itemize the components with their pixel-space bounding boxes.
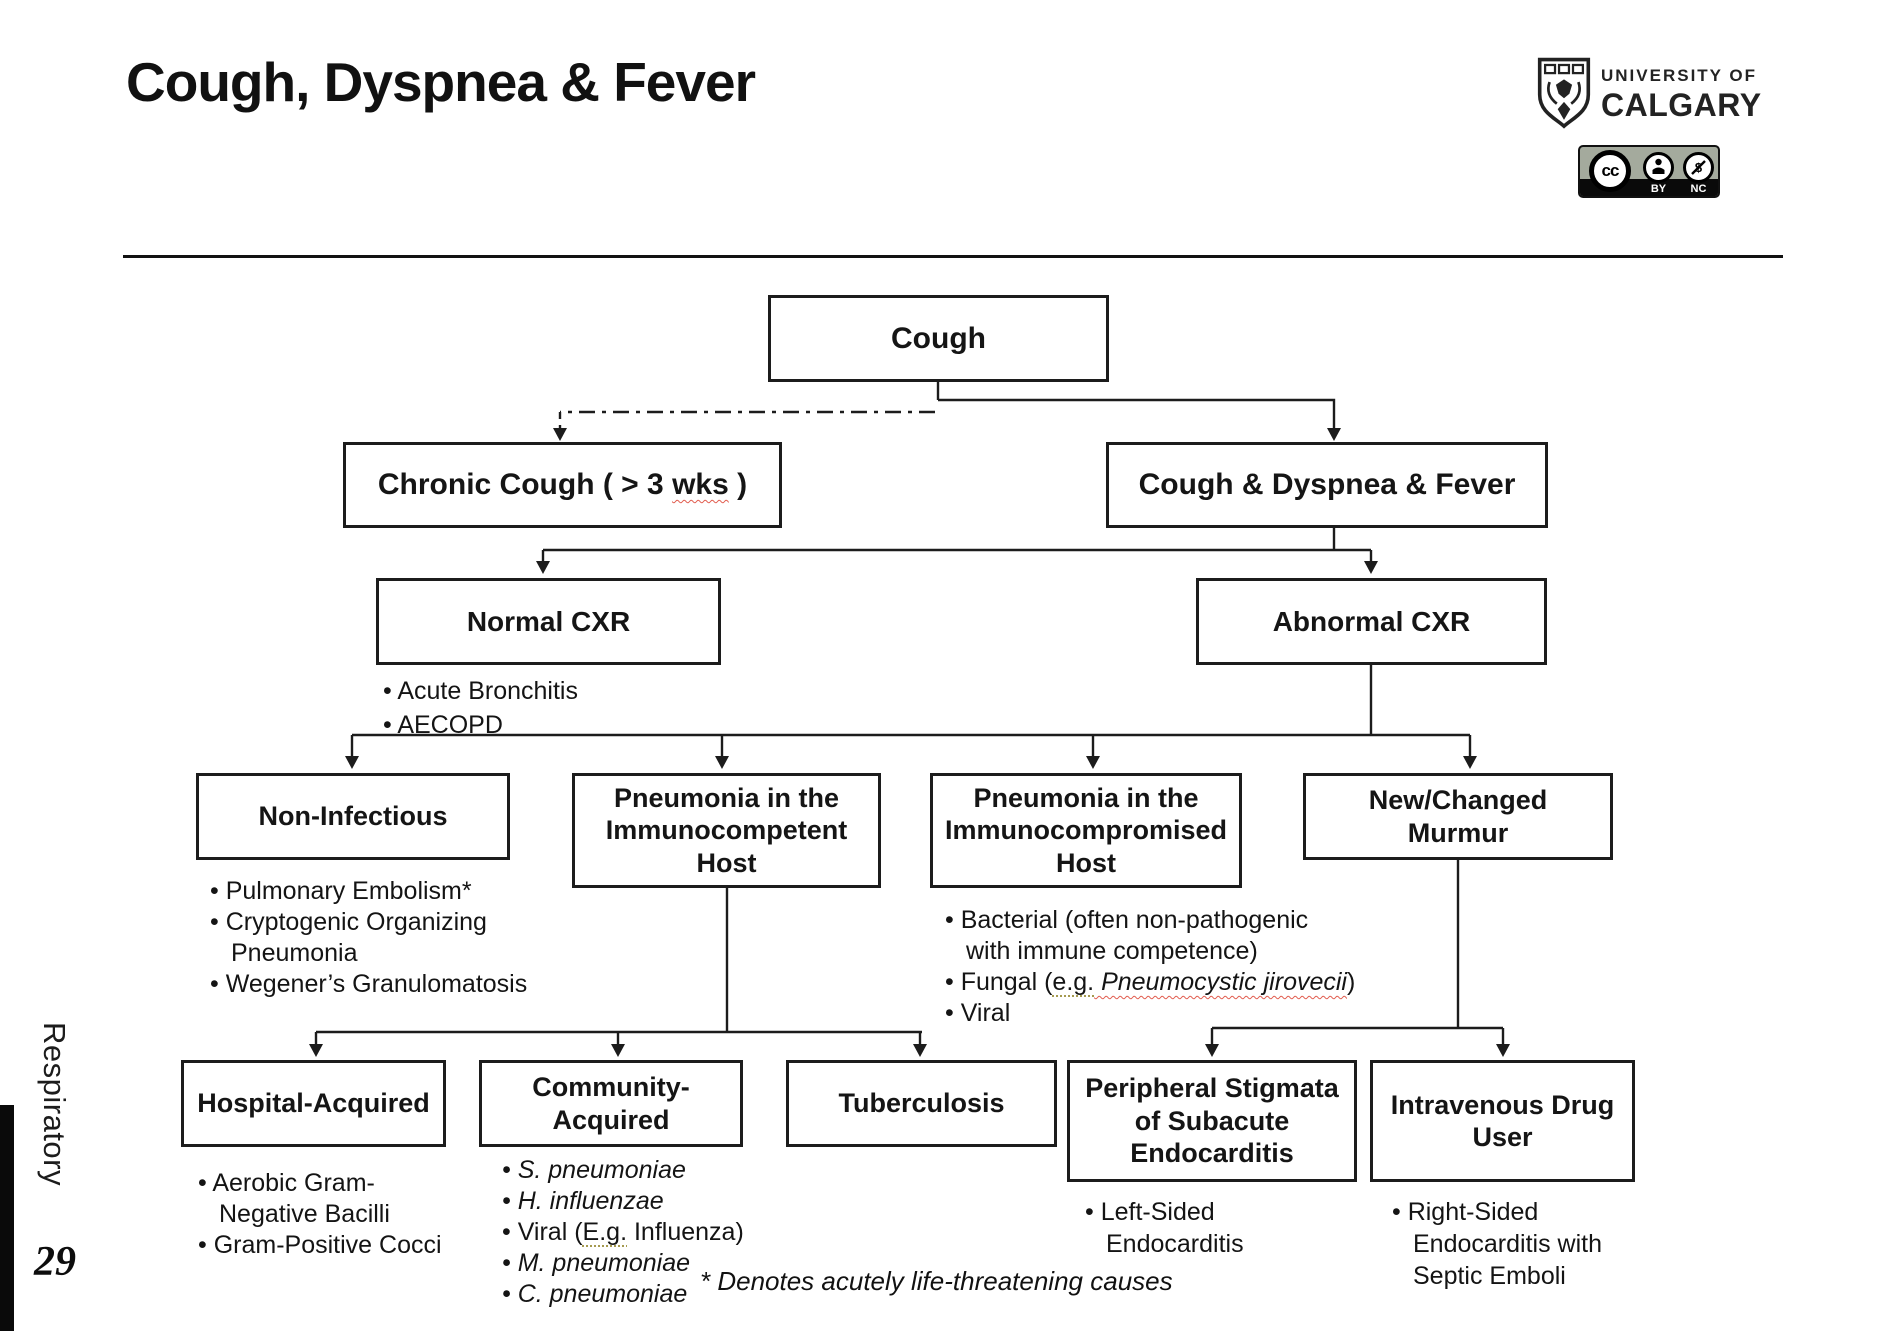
- node-ivdu: Intravenous Drug User: [1370, 1060, 1635, 1182]
- list-item-continuation: with immune competence): [966, 937, 1258, 965]
- viral-eg: E.g.: [582, 1218, 628, 1246]
- node-cough-dyspnea-fever: Cough & Dyspnea & Fever: [1106, 442, 1548, 528]
- list-item-continuation: Endocarditis: [1106, 1230, 1244, 1258]
- node-tuberculosis: Tuberculosis: [786, 1060, 1057, 1147]
- viral-post: Influenza): [627, 1218, 744, 1246]
- node-ivdu-label: Intravenous Drug User: [1390, 1089, 1615, 1152]
- page-title: Cough, Dyspnea & Fever: [126, 51, 756, 113]
- node-hospital-acquired-label: Hospital-Acquired: [197, 1088, 430, 1119]
- list-item-continuation: Endocarditis with: [1413, 1230, 1602, 1258]
- university-logo-text: UNIVERSITY OF CALGARY: [1601, 66, 1762, 124]
- node-non-infectious: Non-Infectious: [196, 773, 510, 860]
- logo-line1: UNIVERSITY OF: [1601, 65, 1758, 85]
- list-item-continuation: Negative Bacilli: [219, 1200, 390, 1228]
- cc-nc-icon: $: [1683, 152, 1714, 183]
- fungal-species: Pneumocystic jirovecii: [1094, 968, 1347, 996]
- fungal-eg: e.g.: [1052, 968, 1095, 996]
- node-cough-label: Cough: [891, 321, 986, 355]
- node-abnormal-cxr: Abnormal CXR: [1196, 578, 1547, 665]
- cc-license-badge: cc $ BY NC: [1578, 145, 1720, 198]
- list-item: Wegener’s Granulomatosis: [210, 969, 528, 1000]
- node-pneumonia-immunocompetent: Pneumonia in the Immunocompetent Host: [572, 773, 881, 888]
- immunocompromised-bullets: Bacterial (often non-pathogenic with imm…: [945, 905, 1356, 1029]
- node-hospital-acquired: Hospital-Acquired: [181, 1060, 446, 1147]
- node-pneumonia-immunocompromised: Pneumonia in the Immunocompromised Host: [930, 773, 1242, 888]
- list-item: Gram-Positive Cocci: [198, 1230, 442, 1261]
- list-item: Viral: [945, 998, 1355, 1029]
- list-item: S. pneumoniae: [502, 1155, 744, 1186]
- fungal-post: ): [1346, 968, 1356, 996]
- node-pneumonia-immunocompromised-label: Pneumonia in the Immunocompromised Host: [944, 782, 1228, 878]
- list-item-continuation: Pneumonia: [231, 939, 358, 967]
- cc-nc-label: NC: [1690, 183, 1707, 195]
- chronic-label-wks: wks: [672, 468, 729, 501]
- node-chronic-cough: Chronic Cough ( > 3 wks ): [343, 442, 782, 528]
- list-item: Cryptogenic Organizing: [210, 907, 527, 938]
- list-item: AECOPD: [383, 708, 578, 742]
- cc-icon: cc: [1589, 150, 1631, 192]
- footnote: * Denotes acutely life-threatening cause…: [700, 1266, 1173, 1296]
- corner-bar: [0, 1105, 14, 1331]
- node-cough-dyspnea-fever-label: Cough & Dyspnea & Fever: [1138, 468, 1516, 501]
- list-item: Left-Sided: [1085, 1196, 1244, 1228]
- node-community-acquired: Community- Acquired: [479, 1060, 743, 1147]
- crest-icon: [1537, 55, 1591, 134]
- list-item: M. pneumoniae: [502, 1248, 744, 1279]
- page-number: 29: [34, 1239, 76, 1285]
- ivdu-bullets: Right-Sided Endocarditis with Septic Emb…: [1392, 1196, 1602, 1292]
- section-label-vertical: Respiratory: [37, 1022, 72, 1186]
- chronic-label-pre: Chronic Cough ( > 3: [377, 468, 673, 501]
- chronic-label-post: ): [728, 468, 748, 501]
- node-non-infectious-label: Non-Infectious: [258, 801, 448, 832]
- university-logo: UNIVERSITY OF CALGARY: [1537, 55, 1762, 134]
- node-normal-cxr: Normal CXR: [376, 578, 721, 665]
- community-acquired-bullets: S. pneumoniae H. influenzae Viral (E.g. …: [502, 1155, 744, 1310]
- cc-by-label: BY: [1650, 183, 1667, 195]
- list-item: Bacterial (often non-pathogenic: [945, 905, 1355, 936]
- non-infectious-bullets: Pulmonary Embolism* Cryptogenic Organizi…: [210, 876, 528, 1000]
- normal-cxr-bullets: Acute Bronchitis AECOPD: [383, 674, 578, 742]
- cc-by-person-icon: [1643, 152, 1674, 183]
- node-pneumonia-immunocompetent-label: Pneumonia in the Immunocompetent Host: [605, 782, 848, 878]
- peripheral-stigmata-bullets: Left-Sided Endocarditis: [1085, 1196, 1244, 1260]
- list-item: Fungal (e.g. Pneumocystic jirovecii): [945, 967, 1356, 998]
- node-new-changed-murmur: New/Changed Murmur: [1303, 773, 1613, 860]
- list-item: C. pneumoniae: [502, 1279, 744, 1310]
- node-new-changed-murmur-label: New/Changed Murmur: [1368, 785, 1548, 848]
- node-normal-cxr-label: Normal CXR: [466, 605, 631, 637]
- node-peripheral-stigmata: Peripheral Stigmata of Subacute Endocard…: [1067, 1060, 1357, 1182]
- node-peripheral-stigmata-label: Peripheral Stigmata of Subacute Endocard…: [1085, 1073, 1339, 1169]
- hospital-acquired-bullets: Aerobic Gram- Negative Bacilli Gram-Posi…: [198, 1168, 442, 1261]
- list-item: Pulmonary Embolism*: [210, 876, 527, 907]
- list-item: Viral (E.g. Influenza): [502, 1217, 744, 1248]
- node-community-acquired-label: Community- Acquired: [532, 1072, 690, 1135]
- fungal-pre: Fungal (: [960, 968, 1053, 996]
- logo-line2: CALGARY: [1601, 86, 1762, 123]
- node-chronic-cough-label: Chronic Cough ( > 3 wks ): [378, 467, 747, 503]
- header-divider: [123, 255, 1783, 258]
- list-item-continuation: Septic Emboli: [1413, 1262, 1566, 1290]
- list-item: Acute Bronchitis: [383, 674, 578, 708]
- node-abnormal-cxr-label: Abnormal CXR: [1272, 605, 1471, 637]
- list-item: H. influenzae: [502, 1186, 744, 1217]
- list-item: Aerobic Gram-: [198, 1168, 442, 1199]
- list-item: Right-Sided: [1392, 1196, 1602, 1228]
- viral-pre: Viral (: [517, 1218, 583, 1246]
- node-cough: Cough: [768, 295, 1109, 382]
- node-tuberculosis-label: Tuberculosis: [838, 1088, 1005, 1119]
